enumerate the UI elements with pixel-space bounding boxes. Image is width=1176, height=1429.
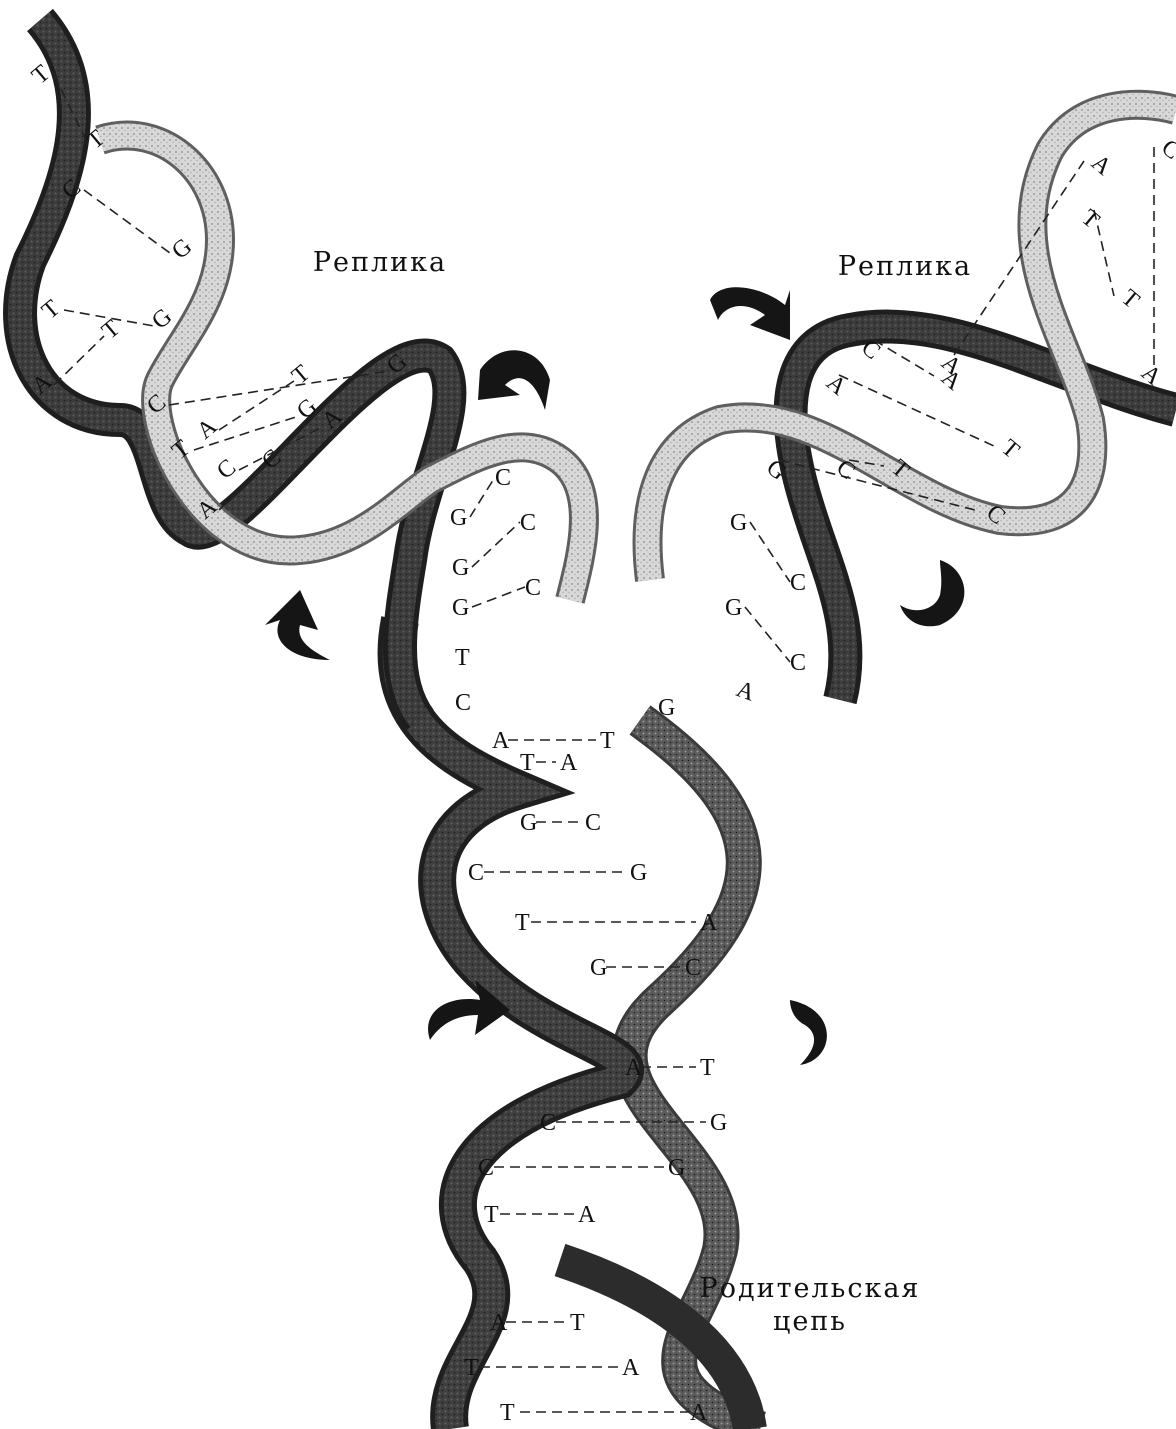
parent-base-left: G: [520, 810, 537, 836]
fork-left-partner: C: [520, 510, 536, 536]
parent-base-right: A: [578, 1202, 596, 1228]
parent-base-left: T: [500, 1400, 515, 1426]
fork-left-base: C: [455, 690, 471, 716]
replica-left-base: C: [212, 454, 241, 484]
rotation-arrow-icon: [790, 1000, 827, 1065]
parent-base-left: A: [490, 1310, 508, 1336]
fork-right-base: G: [725, 595, 742, 621]
fork-right-partner: C: [790, 650, 806, 676]
fork-left-base: T: [455, 645, 470, 671]
parent-base-left: T: [484, 1202, 499, 1228]
base-pair-rung: [84, 190, 174, 256]
base-pair-rung: [219, 381, 294, 430]
base-pair-rung: [472, 587, 525, 607]
parent-base-right: A: [700, 910, 718, 936]
parent-base-right: G: [710, 1110, 727, 1136]
base-pair-rung: [745, 607, 790, 662]
rotation-arrow-icon: [478, 350, 550, 410]
replica-left-label: Реплика: [300, 246, 460, 279]
parent-base-left: C: [468, 860, 484, 886]
base-pair-rung: [750, 522, 790, 582]
fork-left-base: G: [450, 505, 467, 531]
fork-left-partner: C: [495, 465, 511, 491]
parent-strand-label-line2: цепь: [690, 1305, 930, 1338]
rotation-arrow-icon: [710, 287, 790, 340]
fork-right-base: G: [730, 510, 747, 536]
parent-base-right: A: [690, 1400, 708, 1426]
fork-left-base: G: [452, 555, 469, 581]
parent-base-right: A: [622, 1355, 640, 1381]
replica-left-base: A: [192, 413, 223, 444]
parent-base-left: G: [590, 955, 607, 981]
replica-left-base: G: [167, 234, 197, 265]
parent-base-left: A: [625, 1055, 643, 1081]
replica-right-base: A: [1086, 150, 1117, 181]
base-pair-rung: [839, 375, 994, 446]
parent-base-right: T: [700, 1055, 715, 1081]
parent-base-right: G: [668, 1155, 685, 1181]
fork-left-base: G: [452, 595, 469, 621]
parent-base-right: T: [570, 1310, 585, 1336]
parent-base-right: G: [630, 860, 647, 886]
parent-base-right: C: [685, 955, 701, 981]
fork-right-base: G: [658, 695, 675, 721]
parent-strand-label-line1: Родительская: [690, 1272, 930, 1305]
base-pair-rung: [472, 522, 520, 567]
parent-base-right: C: [585, 810, 601, 836]
rotation-arrow-icon: [265, 590, 330, 660]
fork-left-partner: C: [525, 575, 541, 601]
replica-right-base: T: [996, 435, 1024, 465]
parent-base-left: T: [515, 910, 530, 936]
parent-base-left: T: [520, 750, 535, 776]
replica-right-base: T: [1116, 285, 1144, 315]
base-pair-rung: [54, 336, 104, 385]
rotation-arrow-icon: [900, 560, 964, 626]
fork-right-partner: C: [790, 570, 806, 596]
parent-base-left: C: [540, 1110, 556, 1136]
parent-base-right: T: [600, 728, 615, 754]
replica-right-label: Реплика: [825, 250, 985, 283]
replica-left-base: T: [287, 360, 315, 390]
parent-base-right: A: [560, 750, 578, 776]
parent-strand-label: Родительская цепь: [690, 1272, 930, 1338]
replica-left-base: T: [37, 295, 65, 325]
parent-base-left: C: [478, 1155, 494, 1181]
replica-right-base: T: [1076, 205, 1104, 235]
base-pair-rung: [1094, 210, 1114, 296]
parent-base-left: A: [492, 728, 510, 754]
replica-right-base: C: [1156, 135, 1176, 165]
replica-right-base: A: [821, 370, 852, 401]
parent-base-left: T: [464, 1355, 479, 1381]
base-pair-rung: [470, 477, 495, 517]
fork-right-base: A: [733, 676, 759, 707]
